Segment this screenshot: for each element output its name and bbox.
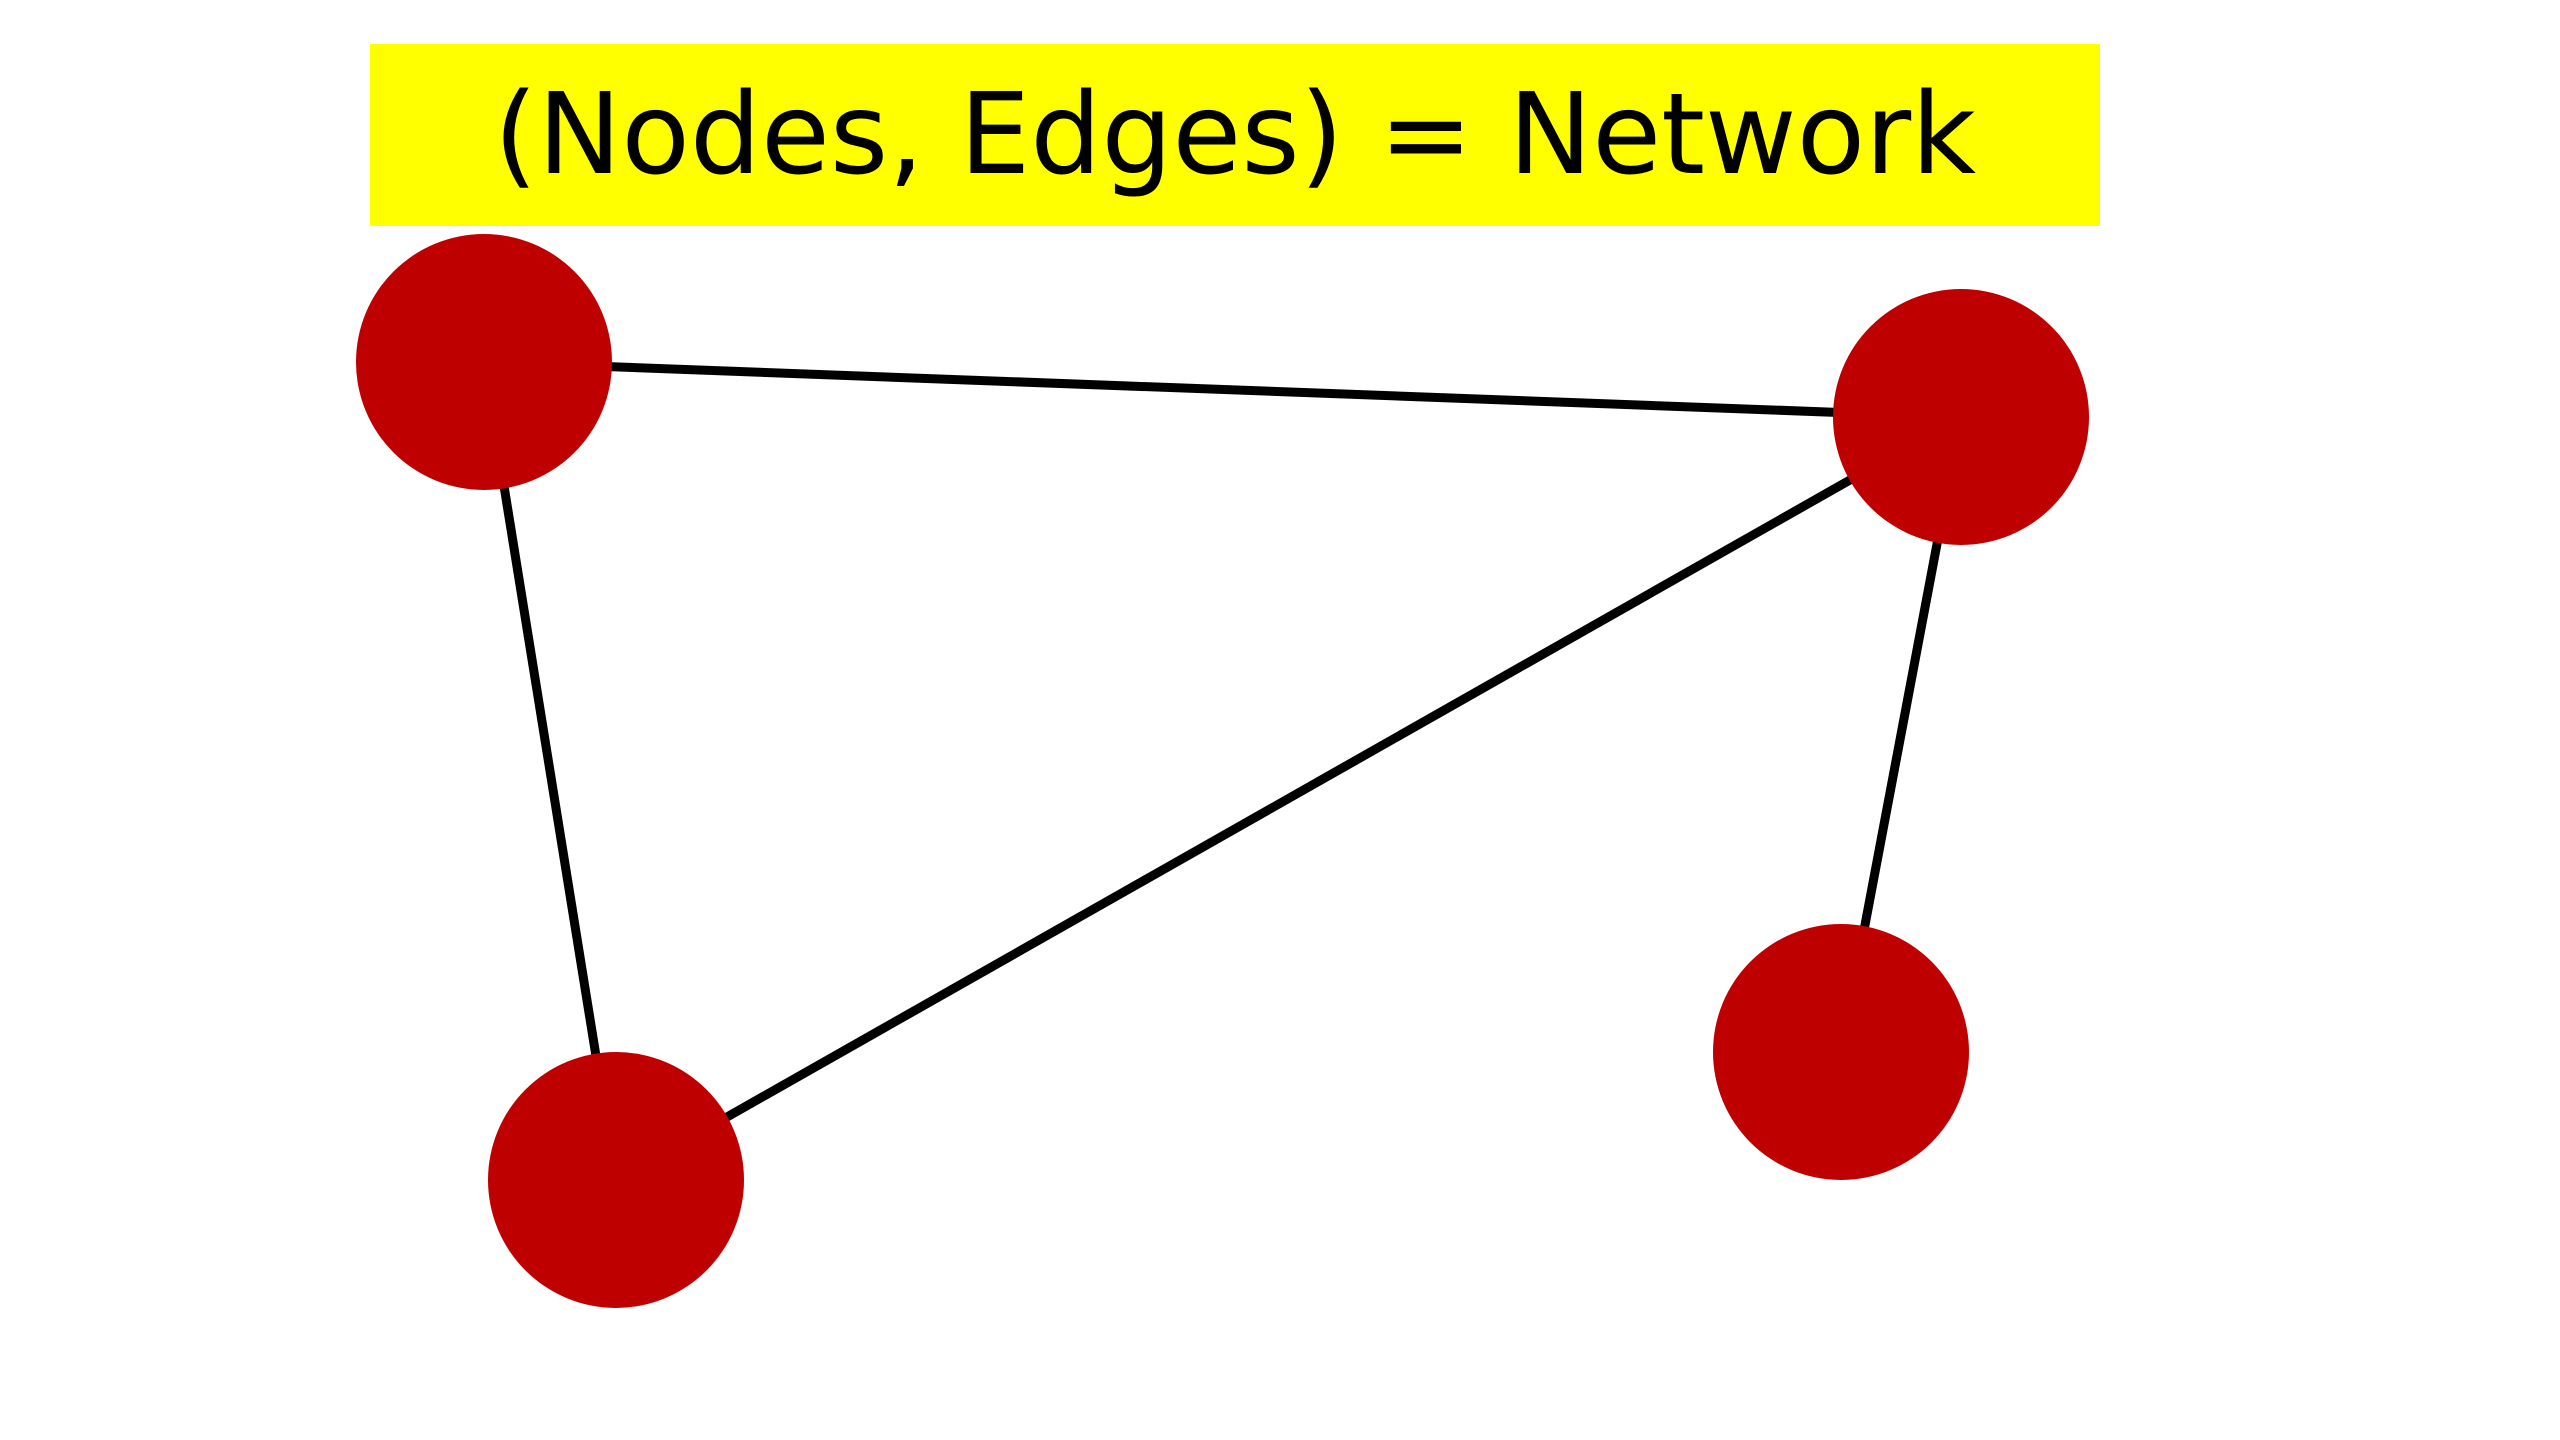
title-banner: (Nodes, Edges) = Network xyxy=(370,44,2100,226)
node-bottom-left xyxy=(488,1052,744,1308)
diagram-title: (Nodes, Edges) = Network xyxy=(493,70,1977,200)
node-bottom-right xyxy=(1713,924,1969,1180)
edge-top-right-bottom-left xyxy=(611,412,1966,1185)
node-top-left xyxy=(356,234,612,490)
edge-top-left-top-right xyxy=(479,357,1966,422)
node-layer xyxy=(356,234,2089,1308)
node-top-right xyxy=(1833,289,2089,545)
edge-top-left-bottom-left xyxy=(479,357,621,1185)
